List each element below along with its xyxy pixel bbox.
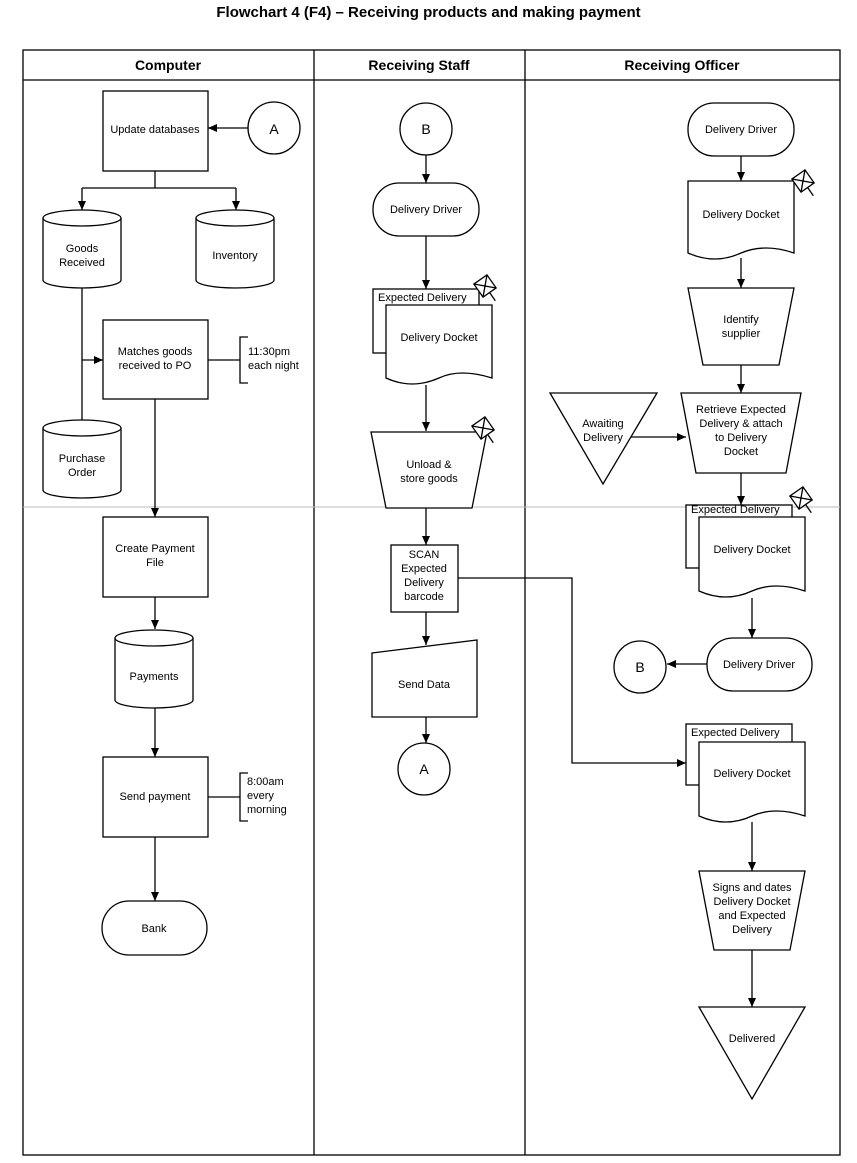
svg-text:Delivery: Delivery bbox=[732, 924, 772, 936]
awaiting-delivery-storage: Awaiting Delivery bbox=[548, 392, 659, 486]
svg-text:Delivered: Delivered bbox=[729, 1033, 775, 1045]
connector-a-computer: A bbox=[247, 101, 301, 155]
svg-text:and Expected: and Expected bbox=[718, 910, 785, 922]
payments-database: Payments bbox=[114, 629, 194, 709]
stamp-icon bbox=[472, 273, 498, 302]
svg-text:Delivery Driver: Delivery Driver bbox=[723, 659, 795, 671]
send-payment-process: Send payment bbox=[102, 756, 209, 838]
svg-text:Expected: Expected bbox=[401, 563, 447, 575]
page-title: Flowchart 4 (F4) – Receiving products an… bbox=[216, 4, 641, 21]
retrieve-expected-delivery-manual-op: Retrieve Expected Delivery & attach to D… bbox=[680, 392, 802, 474]
connector-b-officer: B bbox=[613, 640, 667, 694]
svg-text:A: A bbox=[269, 121, 279, 137]
goods-received-database: Goods Received bbox=[42, 209, 122, 289]
svg-text:Delivery Driver: Delivery Driver bbox=[705, 124, 777, 136]
send-data-manual-input: Send Data bbox=[371, 639, 478, 718]
update-databases-process: Update databases bbox=[102, 90, 209, 172]
svg-text:B: B bbox=[421, 121, 430, 137]
svg-text:Expected Delivery: Expected Delivery bbox=[691, 727, 780, 739]
svg-text:A: A bbox=[419, 761, 429, 777]
svg-text:Unload &: Unload & bbox=[406, 459, 452, 471]
svg-text:barcode: barcode bbox=[404, 591, 444, 603]
svg-text:Inventory: Inventory bbox=[212, 250, 258, 262]
svg-text:Goods: Goods bbox=[66, 243, 99, 255]
delivery-docket-officer: Delivery Docket bbox=[687, 180, 795, 260]
svg-text:Purchase: Purchase bbox=[59, 453, 105, 465]
svg-text:SCAN: SCAN bbox=[409, 549, 440, 561]
purchase-order-database: Purchase Order bbox=[42, 419, 122, 499]
svg-text:Expected Delivery: Expected Delivery bbox=[691, 504, 780, 516]
connector-a-staff: A bbox=[397, 742, 451, 796]
swimlane-frame bbox=[22, 49, 841, 1156]
stamp-icon bbox=[470, 415, 496, 444]
svg-text:Awaiting: Awaiting bbox=[582, 418, 623, 430]
lane-header-receiving-staff: Receiving Staff bbox=[368, 57, 469, 73]
svg-text:supplier: supplier bbox=[722, 328, 761, 340]
svg-text:Identify: Identify bbox=[723, 314, 759, 326]
lane-header-computer: Computer bbox=[135, 57, 202, 73]
inventory-database: Inventory bbox=[195, 209, 275, 289]
lane-header-receiving-officer: Receiving Officer bbox=[624, 57, 740, 73]
svg-text:morning: morning bbox=[247, 804, 287, 816]
svg-text:Bank: Bank bbox=[141, 923, 167, 935]
identify-supplier-manual-op: Identify supplier bbox=[687, 287, 795, 366]
svg-text:every: every bbox=[247, 790, 274, 802]
stamp-icon bbox=[790, 168, 816, 197]
svg-text:Send Data: Send Data bbox=[398, 679, 451, 691]
unload-store-goods-manual-op: Unload & store goods bbox=[370, 431, 488, 509]
annotation-800am: 8:00am bbox=[247, 776, 284, 788]
scan-barcode-process: SCAN Expected Delivery barcode bbox=[390, 544, 459, 613]
svg-text:Matches goods: Matches goods bbox=[118, 346, 193, 358]
svg-text:File: File bbox=[146, 557, 164, 569]
svg-text:Delivery Driver: Delivery Driver bbox=[390, 204, 462, 216]
svg-text:Delivery Docket: Delivery Docket bbox=[702, 209, 779, 221]
svg-text:Send payment: Send payment bbox=[120, 791, 191, 803]
svg-text:Delivery: Delivery bbox=[583, 432, 623, 444]
expected-delivery-docket-officer: Expected Delivery Delivery Docket bbox=[685, 504, 806, 598]
delivery-driver-terminator-officer-2: Delivery Driver bbox=[706, 637, 813, 692]
svg-text:Delivery Docket: Delivery Docket bbox=[713, 768, 790, 780]
svg-text:Received: Received bbox=[59, 257, 105, 269]
svg-text:Expected Delivery: Expected Delivery bbox=[378, 292, 467, 304]
svg-text:Order: Order bbox=[68, 467, 96, 479]
connector-b-staff: B bbox=[399, 102, 453, 156]
stamp-icon bbox=[788, 485, 814, 514]
svg-text:to Delivery: to Delivery bbox=[715, 432, 767, 444]
svg-text:Delivery & attach: Delivery & attach bbox=[699, 418, 782, 430]
svg-text:Update databases: Update databases bbox=[110, 124, 200, 136]
delivery-driver-terminator-staff: Delivery Driver bbox=[372, 182, 480, 237]
signs-and-dates-manual-op: Signs and dates Delivery Docket and Expe… bbox=[698, 870, 806, 951]
svg-text:received to PO: received to PO bbox=[119, 360, 192, 372]
annotation-1130pm: 11:30pm bbox=[248, 346, 290, 358]
svg-text:B: B bbox=[635, 659, 644, 675]
svg-text:store goods: store goods bbox=[400, 473, 458, 485]
svg-text:Payments: Payments bbox=[130, 671, 179, 683]
expected-delivery-docket-officer-2: Expected Delivery Delivery Docket bbox=[685, 723, 806, 823]
svg-text:Docket: Docket bbox=[724, 446, 758, 458]
svg-text:Delivery Docket: Delivery Docket bbox=[713, 896, 790, 908]
svg-text:Create Payment: Create Payment bbox=[115, 543, 194, 555]
delivered-storage: Delivered bbox=[697, 1006, 807, 1101]
svg-text:each night: each night bbox=[248, 360, 299, 372]
svg-text:Delivery: Delivery bbox=[404, 577, 444, 589]
matches-goods-process: Matches goods received to PO bbox=[102, 319, 209, 400]
svg-text:Signs and dates: Signs and dates bbox=[713, 882, 792, 894]
create-payment-file-process: Create Payment File bbox=[102, 516, 209, 598]
expected-delivery-docket-staff: Expected Delivery Delivery Docket bbox=[372, 288, 493, 385]
bank-terminator: Bank bbox=[101, 900, 208, 956]
svg-text:Delivery Docket: Delivery Docket bbox=[400, 332, 477, 344]
delivery-driver-terminator-officer: Delivery Driver bbox=[687, 102, 795, 157]
svg-text:Delivery Docket: Delivery Docket bbox=[713, 544, 790, 556]
svg-text:Retrieve Expected: Retrieve Expected bbox=[696, 404, 786, 416]
